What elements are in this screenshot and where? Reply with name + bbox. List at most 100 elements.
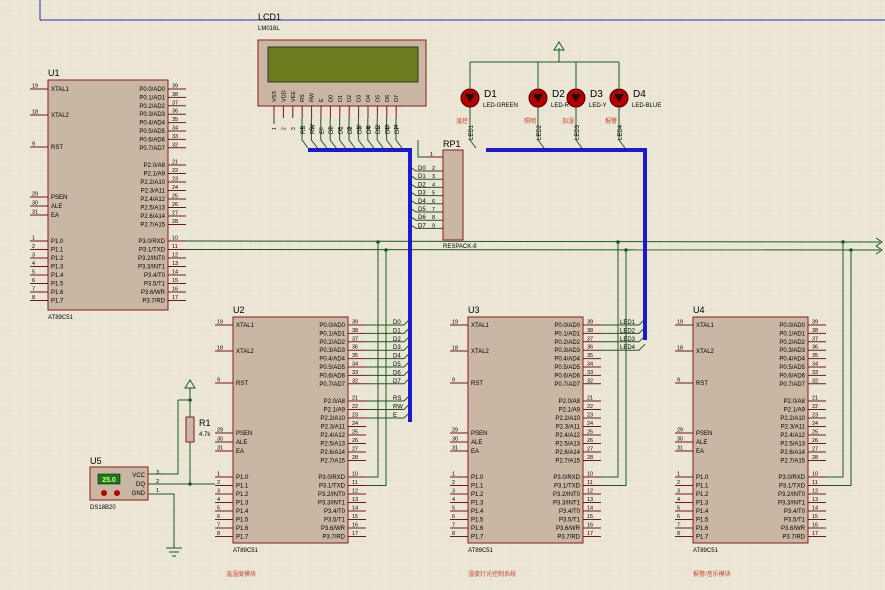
u5-display-value: 25.0 — [102, 477, 116, 484]
pin-name: P0.1/AD1 — [319, 331, 345, 337]
mcu-u2: U2AT89C51XTAL119XTAL218RST9PSEN29ALE30EA… — [215, 305, 366, 554]
r1-body — [185, 416, 195, 443]
pin-number: 27 — [587, 447, 593, 453]
pin-number: 2 — [217, 480, 220, 486]
pin-name: P3.5/T1 — [559, 518, 581, 524]
pin-number: 30 — [32, 201, 38, 207]
lcd-pin-name: D0 — [328, 95, 334, 102]
pin-name: EA — [696, 449, 704, 455]
led-ref: D1 — [484, 89, 497, 100]
led-ref: D4 — [633, 89, 646, 100]
lcd-pin-name: D6 — [385, 95, 391, 102]
pin-number: 32 — [587, 378, 593, 384]
u5-pin-number: 2 — [156, 479, 159, 485]
pin-number: 5 — [32, 270, 35, 276]
lcd-pin-number: 11 — [366, 125, 372, 130]
pin-name: P2.2/A10 — [555, 416, 580, 422]
pin-name: P3.4/T0 — [784, 509, 806, 515]
led-ref: D2 — [552, 89, 565, 100]
pin-name: P3.4/T0 — [144, 273, 166, 279]
u2-net-label: D7 — [393, 379, 401, 385]
pin-number: 7 — [677, 523, 680, 529]
pin-name: RST — [696, 381, 708, 387]
led-tag: 温控 — [456, 117, 468, 125]
pin-name: P1.2 — [236, 492, 249, 498]
pin-name: P1.6 — [696, 526, 709, 532]
pin-number: 16 — [352, 523, 358, 529]
pin-name: P3.6/WR — [781, 526, 806, 532]
pin-name: P2.1/A9 — [144, 172, 166, 178]
pin-name: P3.4/T0 — [559, 509, 581, 515]
pin-name: P1.5 — [471, 518, 484, 524]
pin-name: P0.2/AD2 — [139, 104, 165, 110]
pin-name: P2.3/A11 — [321, 425, 346, 431]
pin-name: XTAL2 — [236, 349, 255, 355]
pin-number: 27 — [172, 211, 178, 217]
pin-number: 30 — [677, 437, 683, 443]
lcd-pin-number: 10 — [357, 124, 363, 130]
led-net-label: LED2 — [537, 124, 543, 140]
lcd-pin-number: 4 — [300, 127, 306, 130]
pin-name: EA — [471, 449, 479, 455]
wire — [148, 400, 179, 475]
r1-ref: R1 — [199, 418, 211, 428]
pin-name: P1.1 — [51, 248, 64, 254]
pin-name: P2.6/A14 — [140, 214, 165, 220]
pin-name: P2.7/A15 — [780, 459, 805, 465]
chip-part: AT89C51 — [48, 315, 74, 321]
rp1-net-label: D3 — [418, 191, 426, 197]
pin-name: XTAL2 — [696, 349, 715, 355]
pin-name: P3.5/T1 — [144, 282, 166, 288]
chip-body — [692, 316, 809, 544]
pin-name: P0.5/AD5 — [139, 129, 165, 135]
pin-number: 39 — [587, 320, 593, 326]
mcu-u1: U1AT89C51XTAL119XTAL218RST9PSEN29ALE30EA… — [30, 68, 186, 321]
pin-number: 35 — [172, 117, 178, 123]
pin-name: P1.7 — [471, 535, 484, 541]
module-label: 湿度灯光控制系统 — [468, 570, 516, 578]
pin-number: 31 — [452, 446, 458, 452]
pin-number: 9 — [217, 378, 220, 384]
pin-number: 6 — [677, 514, 680, 520]
pin-number: 34 — [812, 362, 818, 368]
lcd-pin-name: VSS — [272, 91, 278, 102]
pin-number: 34 — [587, 362, 593, 368]
pin-name: P0.0/AD0 — [554, 323, 580, 329]
power-terminal-icon — [553, 41, 565, 51]
led-part: LED-Y — [589, 103, 607, 109]
pin-number: 13 — [352, 497, 358, 503]
pin-name: P1.1 — [471, 484, 484, 490]
pin-name: P0.5/AD5 — [319, 365, 345, 371]
pin-name: P0.7/AD7 — [319, 382, 345, 388]
pin-name: P3.4/T0 — [324, 509, 346, 515]
u2-net-label: D2 — [393, 337, 401, 343]
pin-number: 39 — [352, 320, 358, 326]
lcd-net-label: D5 — [376, 126, 382, 134]
module-label: 温湿度模块 — [226, 570, 256, 578]
lcd-net-label: D3 — [357, 126, 363, 134]
pin-number: 32 — [352, 378, 358, 384]
pin-name: P2.4/A12 — [780, 433, 805, 439]
wire — [320, 118, 328, 149]
pin-name: P0.7/AD7 — [554, 382, 580, 388]
pin-number: 27 — [812, 447, 818, 453]
wire — [826, 242, 844, 478]
pin-number: 38 — [172, 92, 178, 98]
pin-name: P3.6/WR — [556, 526, 581, 532]
pin-number: 16 — [812, 523, 818, 529]
pin-name: P1.5 — [236, 518, 249, 524]
pin-name: P3.3/INT1 — [318, 501, 346, 507]
pin-name: P1.3 — [696, 501, 709, 507]
pin-name: P2.7/A15 — [320, 459, 345, 465]
pin-number: 23 — [352, 413, 358, 419]
pin-number: 37 — [352, 336, 358, 342]
pin-number: 28 — [172, 219, 178, 225]
pin-number: 25 — [587, 430, 593, 436]
pin-number: 11 — [352, 480, 358, 486]
pin-name: P3.3/INT1 — [778, 501, 806, 507]
lcd-pin-name: RS — [300, 94, 306, 102]
u3-net-label: LED3 — [620, 337, 636, 343]
pin-name: P0.4/AD4 — [554, 357, 580, 363]
